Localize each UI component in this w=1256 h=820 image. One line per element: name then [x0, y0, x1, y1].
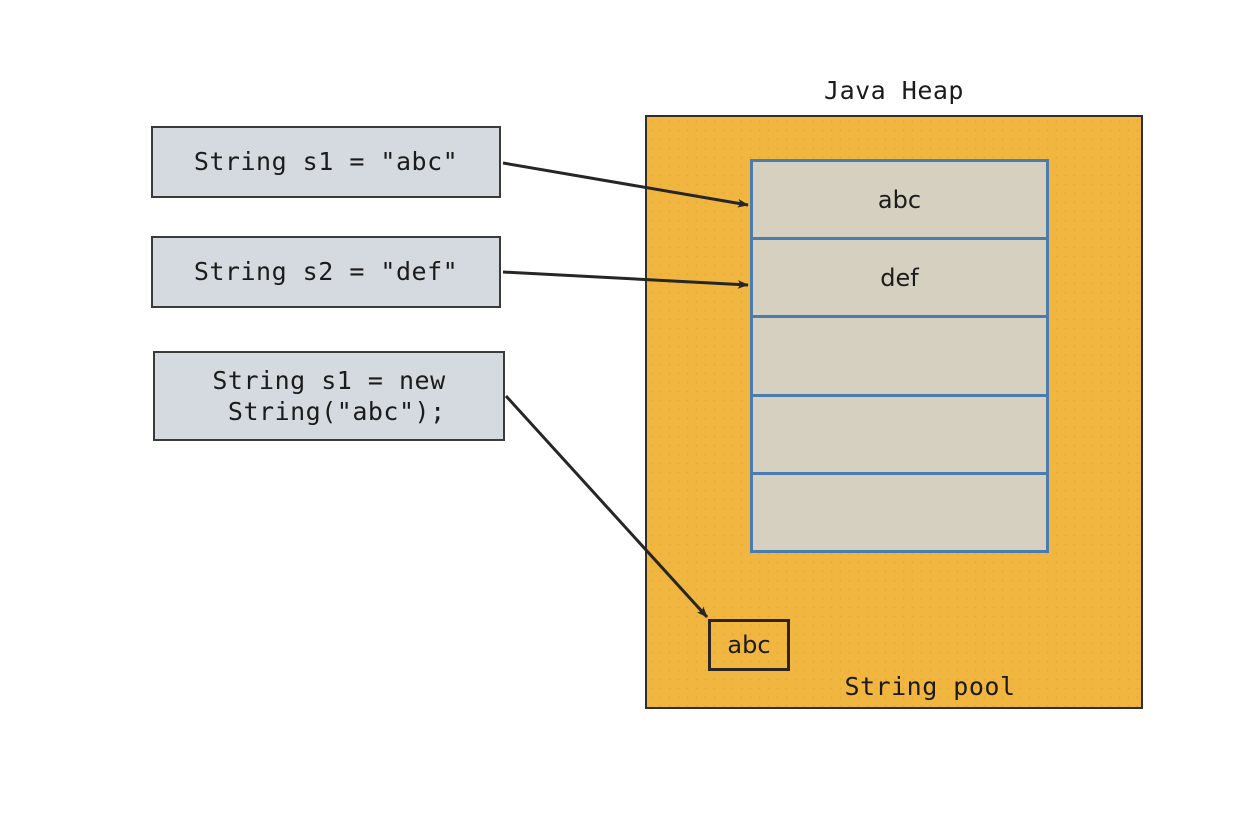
- string-pool-label: String pool: [844, 672, 1016, 701]
- heap-cell-empty-1: [753, 318, 1046, 397]
- code-box-string-s1-literal: String s1 = "abc": [151, 126, 501, 198]
- pool-entry-abc: abc: [708, 619, 790, 671]
- heap-cell-empty-3: [753, 474, 1046, 551]
- code-box-string-s1-new: String s1 = new String("abc");: [153, 351, 505, 441]
- heap-cell-abc: abc: [753, 162, 1046, 241]
- code-box-string-s2-literal: String s2 = "def": [151, 236, 501, 308]
- java-heap-title: Java Heap: [824, 76, 964, 105]
- heap-cell-stack: abc def: [750, 159, 1049, 553]
- heap-cell-def: def: [753, 240, 1046, 319]
- heap-cell-empty-2: [753, 396, 1046, 475]
